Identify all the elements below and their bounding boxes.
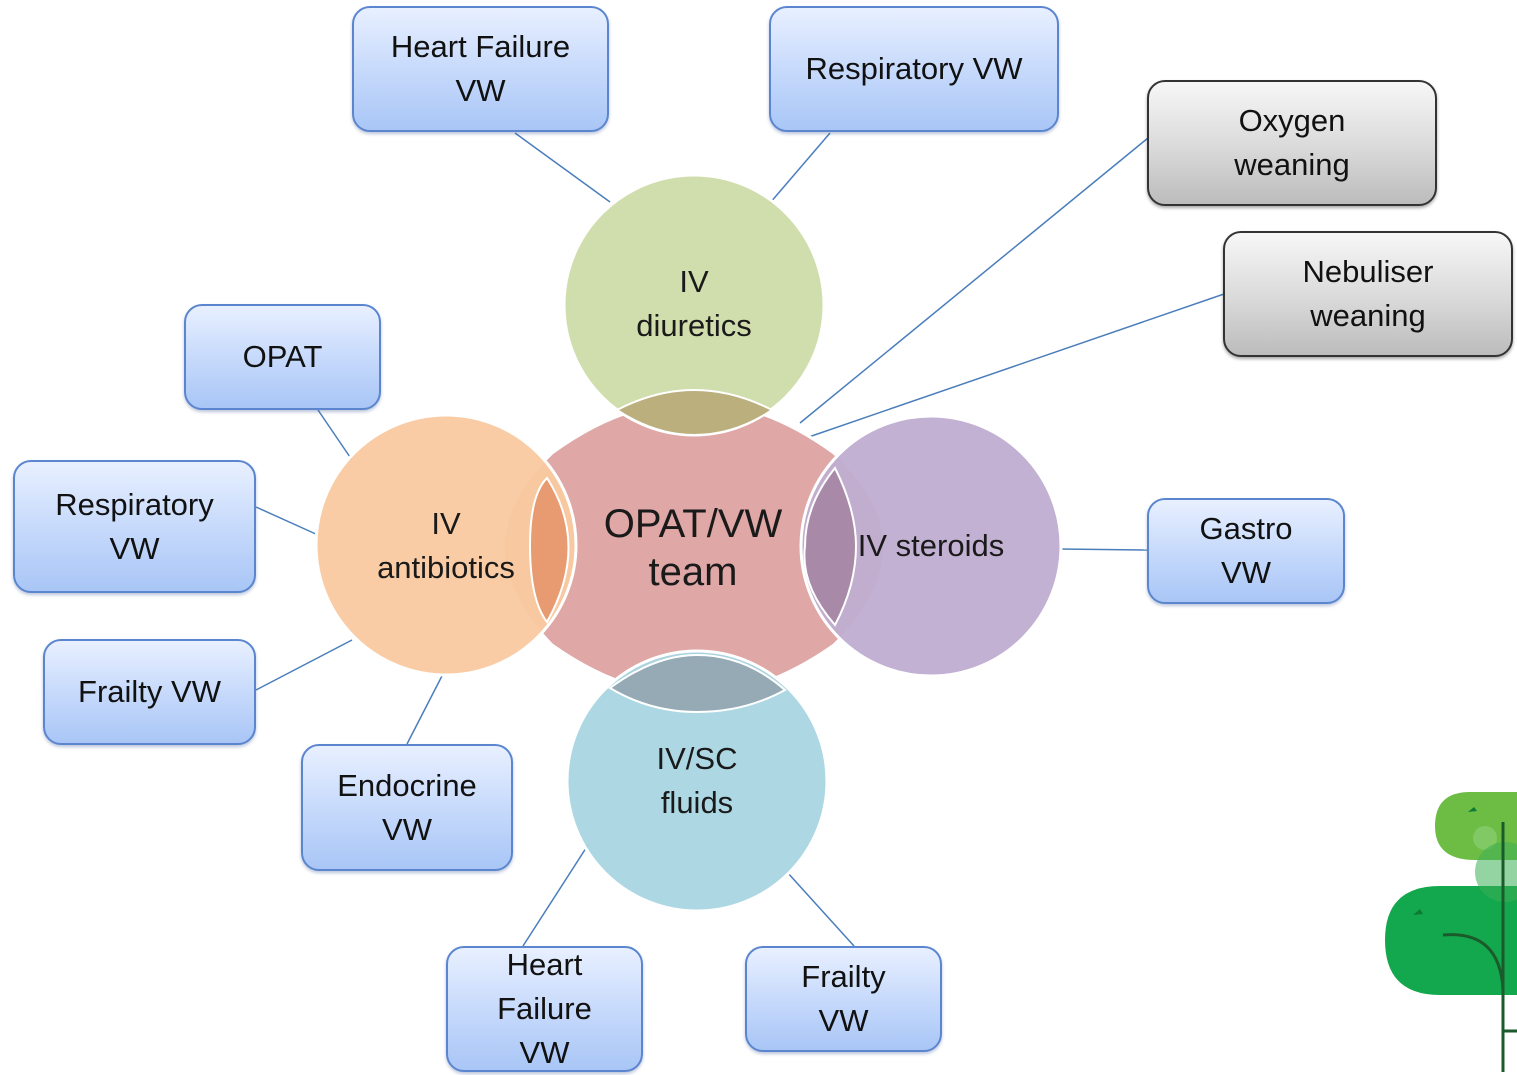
overlap-left xyxy=(528,476,570,624)
overlap-bottom xyxy=(608,653,787,714)
connector-oxygen-weaning xyxy=(799,137,1149,424)
box-respiratory-vw-left: Respiratory VW xyxy=(13,460,256,593)
petal-left-circle xyxy=(314,413,578,677)
connector-heart-failure-top xyxy=(514,132,611,203)
box-frailty-vw-left: Frailty VW xyxy=(43,639,256,745)
box-endocrine-vw: Endocrine VW xyxy=(301,744,513,871)
box-nebuliser-weaning: Nebuliser weaning xyxy=(1223,231,1513,357)
overlap-right xyxy=(803,466,858,627)
box-heart-failure-vw-top: Heart Failure VW xyxy=(352,6,609,132)
connector-frailty-bottom xyxy=(786,871,855,947)
connector-frailty-left xyxy=(255,639,353,691)
connector-opat xyxy=(317,409,353,461)
overlap-top xyxy=(615,389,774,437)
box-gastro-vw: Gastro VW xyxy=(1147,498,1345,604)
petal-right-circle xyxy=(799,414,1063,678)
petal-bottom-circle xyxy=(565,649,829,913)
box-frailty-vw-bottom: Frailty VW xyxy=(745,946,942,1052)
box-respiratory-vw-top: Respiratory VW xyxy=(769,6,1059,132)
box-oxygen-weaning: Oxygen weaning xyxy=(1147,80,1437,206)
box-opat: OPAT xyxy=(184,304,381,410)
connector-gastro xyxy=(1059,548,1149,551)
connector-respiratory-top xyxy=(769,132,831,204)
connector-endocrine xyxy=(406,671,445,745)
box-heart-failure-vw-bottom: Heart Failure VW xyxy=(446,946,643,1072)
connector-nebuliser-weaning xyxy=(799,293,1225,441)
connector-respiratory-left xyxy=(255,506,319,536)
tree-logo xyxy=(1385,792,1517,1072)
connector-heart-failure-bottom xyxy=(522,844,589,947)
